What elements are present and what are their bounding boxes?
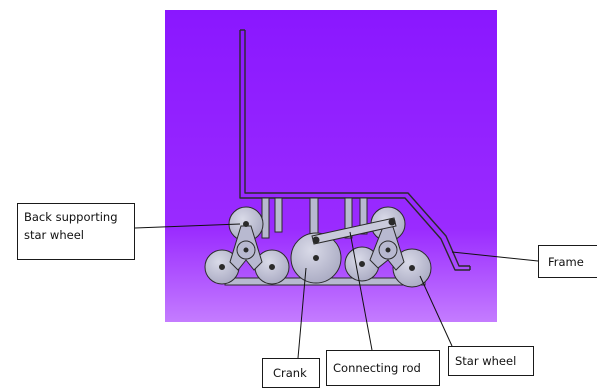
back-supporting-label-line1: Back supporting [24, 210, 118, 224]
leader-lines [134, 223, 539, 359]
front-star-wheel [344, 206, 432, 288]
star-wheel-label-text: Star wheel [455, 354, 517, 368]
connecting-rod-label: Connecting rod [326, 350, 440, 386]
frame [239, 29, 471, 271]
connecting-rod [311, 217, 397, 245]
connecting-rod-label-text: Connecting rod [333, 361, 421, 375]
back-supporting-star-wheel-label: Back supporting star wheel [17, 203, 135, 260]
frame-label-text: Frame [548, 255, 584, 269]
crank-label-text: Crank [273, 366, 307, 380]
back-supporting-label-line2: star wheel [24, 228, 84, 242]
frame-label: Frame [538, 245, 597, 278]
star-wheel-label: Star wheel [448, 346, 534, 376]
back-star-wheel [204, 206, 290, 285]
support-posts [261, 197, 368, 239]
crank-label: Crank [262, 358, 320, 388]
